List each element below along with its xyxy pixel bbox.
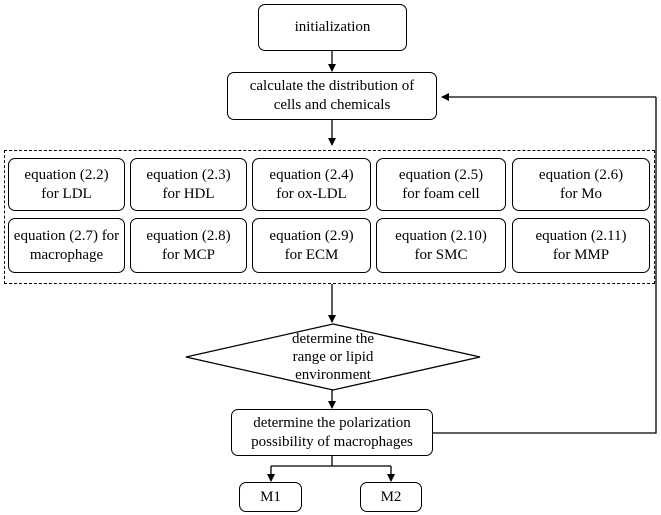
equation-box-ecm: equation (2.9) for ECM xyxy=(252,218,371,273)
equation-box-smc: equation (2.10) for SMC xyxy=(376,218,506,273)
equation-box-ldl: equation (2.2) for LDL xyxy=(8,158,125,211)
equation-ldl-line-1: equation (2.2) xyxy=(24,166,109,183)
m2-box: M2 xyxy=(360,482,422,512)
equation-hdl-line-2: for HDL xyxy=(162,185,215,202)
equation-box-mmp: equation (2.11) for MMP xyxy=(512,218,650,273)
m1-box: M1 xyxy=(239,482,302,512)
m1-label: M1 xyxy=(260,488,281,505)
decision-line-2: range or lipid xyxy=(292,349,374,365)
equation-macrophage-line-2: macrophage xyxy=(29,246,104,263)
equation-box-mo: equation (2.6) for Mo xyxy=(512,158,650,211)
decision-diamond xyxy=(185,323,481,391)
equation-ox-ldl-line-2: for ox-LDL xyxy=(276,185,347,202)
equation-smc-line-1: equation (2.10) xyxy=(395,227,487,244)
equation-box-hdl: equation (2.3) for HDL xyxy=(130,158,247,211)
feedback-loop-line xyxy=(433,97,657,434)
equation-mmp-line-2: for MMP xyxy=(552,246,610,263)
equation-hdl-line-1: equation (2.3) xyxy=(146,166,231,183)
decision-text: determine the range or lipid environment xyxy=(228,328,438,386)
equation-box-foam-cell: equation (2.5) for foam cell xyxy=(376,158,506,211)
equation-ox-ldl-line-1: equation (2.4) xyxy=(269,166,354,183)
equation-smc-line-2: for SMC xyxy=(414,246,468,263)
equations-group xyxy=(4,150,655,284)
equation-ecm-line-1: equation (2.9) xyxy=(269,227,354,244)
equation-box-mcp: equation (2.8) for MCP xyxy=(130,218,247,273)
equation-mo-line-2: for Mo xyxy=(559,185,603,202)
polarization-line-2: possibility of macrophages xyxy=(251,433,413,450)
calculate-distribution-box: calculate the distribution of cells and … xyxy=(227,72,437,120)
equation-mmp-line-1: equation (2.11) xyxy=(535,227,627,244)
equation-box-macrophage: equation (2.7) for macrophage xyxy=(8,218,125,273)
equation-mo-line-1: equation (2.6) xyxy=(538,166,624,183)
calculate-line-1: calculate the distribution of xyxy=(249,78,415,94)
equation-mcp-line-1: equation (2.8) xyxy=(146,227,231,244)
m2-label: M2 xyxy=(380,488,402,505)
equation-box-ox-ldl: equation (2.4) for ox-LDL xyxy=(252,158,371,211)
initialization-box: initialization xyxy=(258,4,407,51)
polarization-box: determine the polarization possibility o… xyxy=(231,409,433,456)
equation-foam-cell-line-1: equation (2.5) xyxy=(398,166,484,183)
equation-macrophage-line-1: equation (2.7) for xyxy=(13,227,120,244)
equation-ldl-line-2: for LDL xyxy=(41,185,92,202)
polarization-line-1: determine the polarization xyxy=(253,414,411,431)
initialization-text: initialization xyxy=(294,19,371,35)
calculate-line-2: cells and chemicals xyxy=(273,97,391,113)
equation-mcp-line-2: for MCP xyxy=(162,246,215,263)
decision-line-1: determine the xyxy=(291,331,375,347)
equation-ecm-line-2: for ECM xyxy=(284,246,339,263)
equation-foam-cell-line-2: for foam cell xyxy=(402,185,480,202)
decision-line-3: environment xyxy=(295,367,371,383)
